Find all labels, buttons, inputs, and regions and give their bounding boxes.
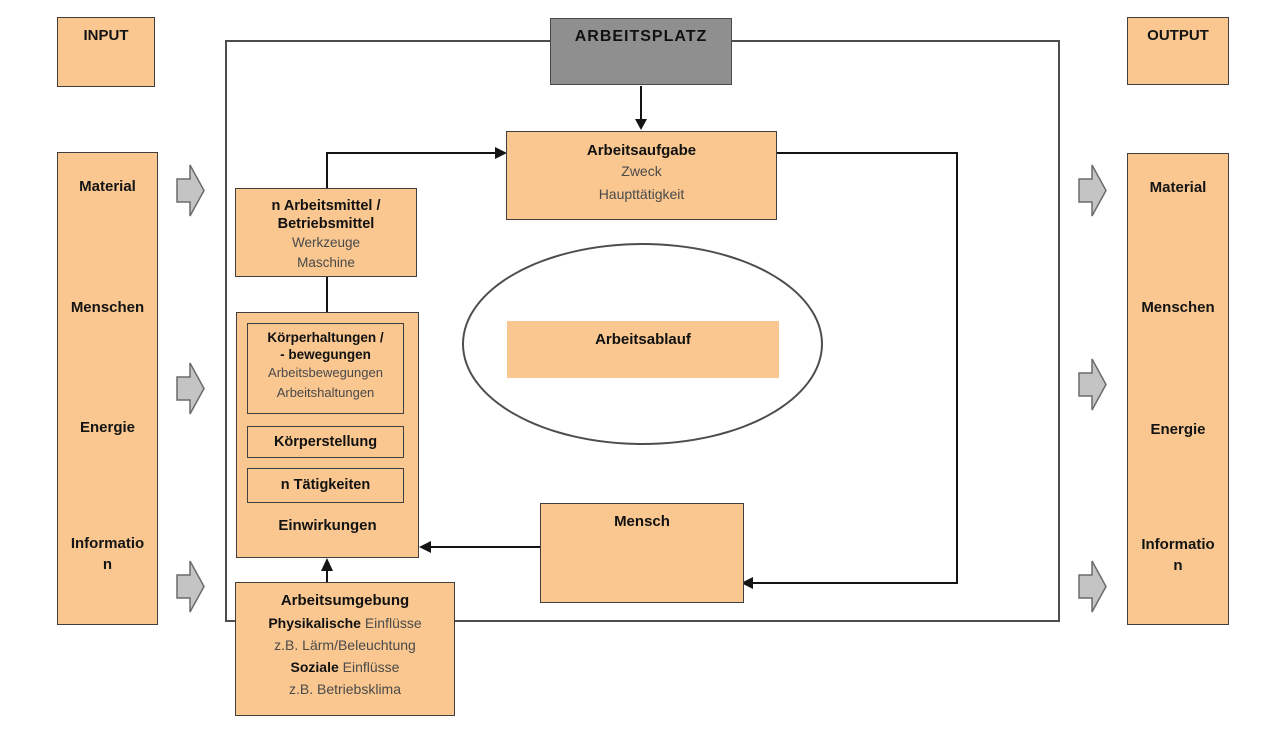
arbeitsplatz-box: ARBEITSPLATZ [550,18,732,85]
mensch-box: Mensch [540,503,744,603]
output-item-information: Informatio n [1141,536,1215,574]
output-item-material: Material [1149,179,1207,196]
arbeitsaufgabe-box: Arbeitsaufgabe Zweck Haupttätigkeit [506,131,777,220]
arrowhead-up-icon [321,558,333,571]
arbeitsmittel-box: n Arbeitsmittel / Betriebsmittel Werkzeu… [235,188,417,277]
input-item-information: Informatio n [70,535,145,573]
taetigkeiten-box: n Tätigkeiten [247,468,404,503]
mensch-label: Mensch [614,513,670,530]
arbeitsablauf-label: Arbeitsablauf [595,331,691,348]
arbeitsaufgabe-line: Haupttätigkeit [598,186,685,202]
arbeitsaufgabe-title: Arbeitsaufgabe [586,142,697,159]
arbeitsumgebung-soziale-example: z.B. Betriebsklima [288,681,402,697]
flow-arrow-right-icon [1078,358,1107,411]
input-item-material: Material [79,178,136,195]
output-item-energie: Energie [1150,421,1206,438]
arrowhead-left-icon [741,577,753,589]
input-item-energie: Energie [79,419,136,436]
koerperhaltungen-box: Körperhaltungen / - bewegungen Arbeitsbe… [247,323,404,414]
arbeitsumgebung-title: Arbeitsumgebung [280,592,410,609]
connector-arbeitsaufgabe-to-mensch [748,152,958,584]
flow-arrow-right-icon [176,362,205,415]
input-box: INPUT [57,17,155,87]
input-item-menschen: Menschen [70,299,145,316]
arbeitsumgebung-physikalische-example: z.B. Lärm/Beleuchtung [274,637,416,653]
output-item-menschen: Menschen [1141,299,1215,316]
arrowhead-down-icon [635,119,647,130]
output-label: OUTPUT [1147,27,1209,44]
arbeitsablauf-bar: Arbeitsablauf [507,321,779,378]
flow-arrow-right-icon [176,560,205,613]
connector-arbeitsmittel-to-arbeitsaufgabe [326,152,500,188]
arbeitsumgebung-physikalische-line: Physikalische Einflüsse [268,615,422,631]
einwirkungen-label: Einwirkungen [278,517,377,534]
flow-arrow-right-icon [176,164,205,217]
flow-arrow-right-icon [1078,560,1107,613]
output-column: Material Menschen Energie Informatio n [1127,153,1229,625]
input-column: Material Menschen Energie Informatio n [57,152,158,625]
output-box: OUTPUT [1127,17,1229,85]
flow-arrow-right-icon [1078,164,1107,217]
arrowhead-left-icon [419,541,431,553]
arbeitsaufgabe-line: Zweck [621,163,662,179]
einwirkungen-group-box: Körperhaltungen / - bewegungen Arbeitsbe… [236,312,419,558]
koerperstellung-box: Körperstellung [247,426,404,458]
input-label: INPUT [83,27,129,44]
arrowhead-right-icon [495,147,507,159]
arbeitsumgebung-box: Arbeitsumgebung Physikalische Einflüsse … [235,582,455,716]
arbeitsumgebung-soziale-line: Soziale Einflüsse [290,659,400,675]
arbeitsplatz-label: ARBEITSPLATZ [574,28,708,45]
